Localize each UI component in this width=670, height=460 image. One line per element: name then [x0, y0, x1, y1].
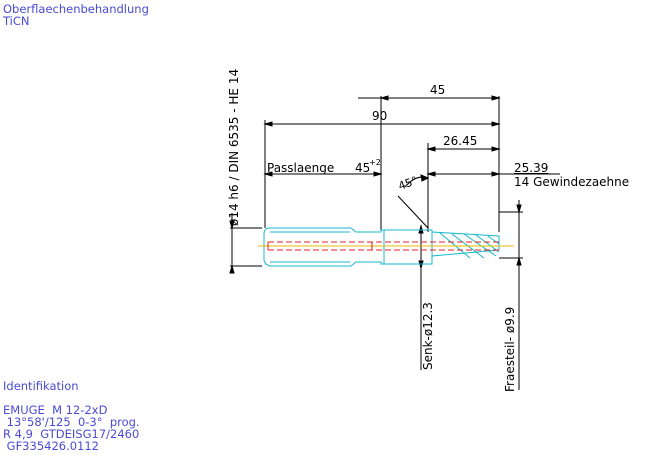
coating-label: TiCN: [3, 14, 30, 28]
coolant-channel: [268, 241, 499, 251]
shank-diameter-label: ø14 h6 / DIN 6535 - HE 14: [227, 69, 241, 226]
tool-outline: [263, 227, 500, 267]
dim-25-39: 25.39: [514, 161, 548, 175]
fit-length-value: 45: [355, 161, 370, 175]
fit-length-label: Passlaenge: [267, 161, 334, 175]
identification-line-1: EMUGE M 12-2xD: [3, 403, 108, 417]
angle-label: 45°: [397, 174, 420, 193]
identification-line-2: 13°58'/125 0-3° prog.: [3, 415, 140, 429]
identification-line-4: GF335426.0112: [3, 439, 100, 453]
dim-90: 90: [372, 109, 387, 123]
angle-marker: [397, 174, 430, 229]
dim-26-45: 26.45: [443, 134, 477, 148]
teeth-label: 14 Gewindezaehne: [514, 175, 629, 189]
dim-45: 45: [430, 83, 445, 97]
surface-treatment-label: Oberflaechenbehandlung: [3, 2, 149, 16]
dimension-lines: [229, 95, 560, 390]
identification-heading: Identifikation: [3, 379, 79, 393]
countersink-label: Senk-ø12.3: [421, 302, 435, 370]
fit-length-tolerance: +2: [369, 158, 381, 167]
coolant-channel-ends: [267, 242, 373, 250]
identification-line-3: R 4,9 GTDEISG17/2460: [3, 427, 140, 441]
milled-part-label: Fraesteil- ø9.9: [503, 307, 517, 392]
